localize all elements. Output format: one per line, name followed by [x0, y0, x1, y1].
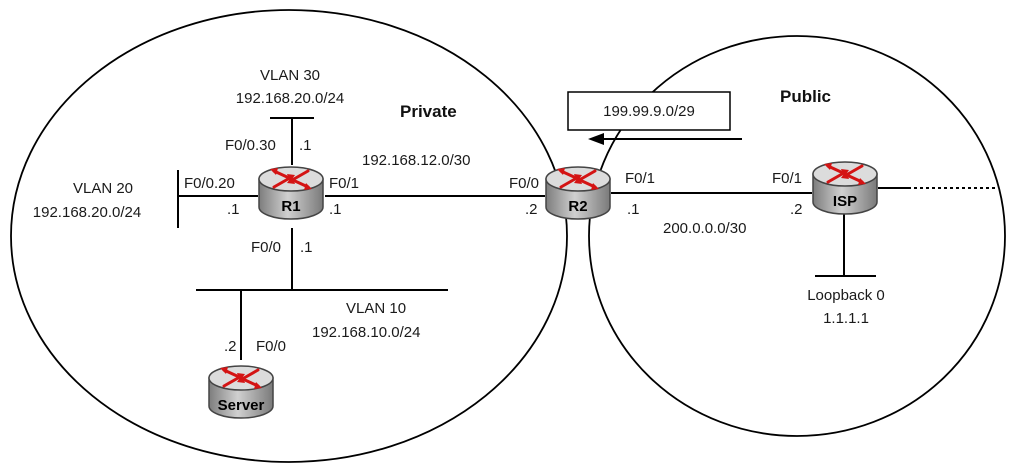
nat-pool-box [567, 91, 731, 131]
server-f0-0-interface: F0/0 [256, 338, 286, 355]
vlan10-name: VLAN 10 [346, 300, 406, 317]
isp-label: ISP [833, 193, 857, 210]
r2-isp-network: 200.0.0.0/30 [663, 220, 746, 237]
router-r2[interactable]: R2 [544, 165, 612, 221]
private-zone-boundary [10, 9, 568, 463]
nat-arrow-head [588, 133, 604, 145]
r2-f0-0-ip: .2 [525, 201, 538, 218]
public-zone-label: Public [780, 87, 831, 106]
r1-f0-1-ip: .1 [329, 201, 342, 218]
router-r1[interactable]: R1 [257, 165, 325, 221]
r1-f0-0-20-ip: .1 [227, 201, 240, 218]
vlan30-name: VLAN 30 [260, 67, 320, 84]
vlan10-network: 192.168.10.0/24 [312, 324, 420, 341]
vlan20-network: 192.168.20.0/24 [33, 204, 141, 221]
r2-f0-1-ip: .1 [627, 201, 640, 218]
isp-f0-1-interface: F0/1 [772, 170, 802, 187]
public-zone-boundary [588, 35, 1006, 437]
loopback-name: Loopback 0 [807, 287, 885, 304]
vlan20-name: VLAN 20 [73, 180, 133, 197]
r1-label: R1 [281, 198, 300, 215]
r1-f0-0-30-ip: .1 [299, 137, 312, 154]
r1-f0-0-30-interface: F0/0.30 [225, 137, 276, 154]
private-zone-label: Private [400, 102, 457, 121]
r1-f0-1-interface: F0/1 [329, 175, 359, 192]
loopback-ip: 1.1.1.1 [823, 310, 869, 327]
r2-f0-1-interface: F0/1 [625, 170, 655, 187]
r1-f0-0-20-interface: F0/0.20 [184, 175, 235, 192]
router-isp[interactable]: ISP [811, 160, 879, 216]
server-label: Server [218, 397, 265, 414]
router-server[interactable]: Server [207, 364, 275, 420]
vlan30-network: 192.168.20.0/24 [236, 90, 344, 107]
r2-f0-0-interface: F0/0 [509, 175, 539, 192]
isp-f0-1-ip: .2 [790, 201, 803, 218]
r1-f0-0-interface: F0/0 [251, 239, 281, 256]
server-f0-0-ip: .2 [224, 338, 237, 355]
r1-f0-0-ip: .1 [300, 239, 313, 256]
r2-label: R2 [568, 198, 587, 215]
nat-pool-label: 199.99.9.0/29 [603, 103, 695, 120]
r1-r2-network: 192.168.12.0/30 [362, 152, 470, 169]
